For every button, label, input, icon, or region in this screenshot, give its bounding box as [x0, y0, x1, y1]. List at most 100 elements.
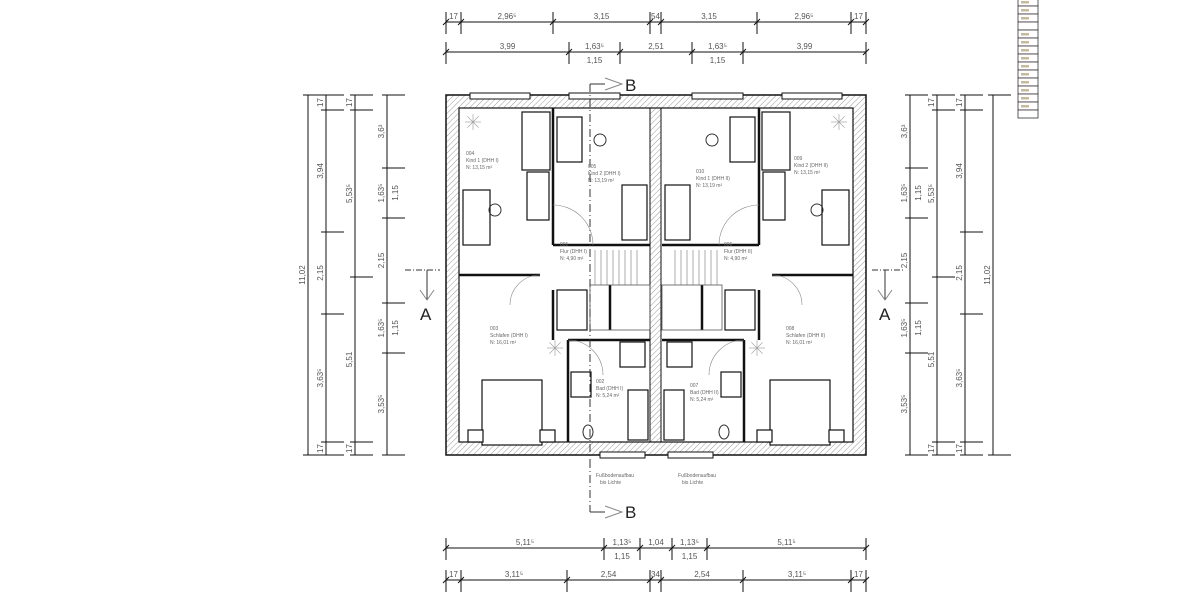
- legend-mark: [1021, 17, 1029, 20]
- room-no: 005: [588, 164, 597, 170]
- door-swing: [567, 339, 604, 376]
- dimension-label: 2,15: [955, 265, 964, 281]
- dimension-label: 2,96⁵: [498, 12, 517, 21]
- room-area: N: 4,90 m²: [560, 256, 584, 262]
- plant-icon: [554, 342, 561, 349]
- dimension-label: 3,15: [594, 12, 610, 21]
- washbasin: [570, 371, 592, 398]
- dimension-tick: [847, 18, 855, 26]
- dimension-tick: [688, 48, 696, 56]
- plant-icon: [833, 116, 840, 123]
- stairwell: [661, 284, 723, 331]
- toilet: [582, 424, 594, 440]
- legend-mark: [1021, 41, 1029, 44]
- plant-icon: [838, 121, 845, 128]
- chair: [488, 203, 502, 217]
- dimension-label: 2,54: [601, 570, 617, 579]
- dimension-tick: [862, 544, 870, 552]
- dimension-label: 17: [316, 98, 325, 107]
- note-left: Fußbodenaufbau bis Lichte: [596, 473, 634, 486]
- bed: [762, 171, 786, 221]
- legend-mark: [1021, 1, 1029, 4]
- bathtub: [627, 389, 649, 441]
- plant-icon: [549, 347, 556, 354]
- dimension-sublabel: 1,15: [391, 185, 400, 201]
- dimension-label: 1,63⁵: [900, 184, 909, 203]
- dimension-label: 2,15: [377, 252, 386, 268]
- room-no: 001: [560, 242, 569, 248]
- plant-icon: [549, 342, 556, 349]
- dimension-label: 17: [345, 444, 354, 453]
- dimension-tick: [563, 576, 571, 584]
- room-area: N: 13,15 m²: [794, 170, 820, 176]
- shower: [666, 341, 693, 368]
- dimension-tick: [703, 544, 711, 552]
- wardrobe: [761, 111, 791, 171]
- room-name: Kind 1 (DHH I): [466, 158, 499, 164]
- room-area: N: 16,01 m²: [786, 340, 812, 346]
- dimension-tick: [862, 18, 870, 26]
- dimension-sublabel: 1,15: [614, 552, 630, 561]
- legend-mark: [1021, 49, 1029, 52]
- room-name: Kind 2 (DHH I): [588, 171, 621, 177]
- door-swing: [509, 274, 541, 306]
- double-bed: [769, 379, 831, 446]
- dimension-label: 3,11⁵: [505, 570, 523, 579]
- dimension-tick: [668, 544, 676, 552]
- room-name: Flur (DHH I): [560, 249, 587, 255]
- dimension-label: 17: [316, 444, 325, 453]
- door-swing: [708, 339, 745, 376]
- room-area: N: 5,24 m²: [690, 397, 714, 403]
- door-swing: [552, 204, 594, 246]
- note-text: bis Lichte: [600, 480, 621, 486]
- dimension-tick: [442, 48, 450, 56]
- room-no: 007: [690, 383, 699, 389]
- room-area: N: 5,24 m²: [596, 393, 620, 399]
- window: [781, 92, 843, 100]
- dimension-tick: [565, 48, 573, 56]
- dimension-sublabel: 1,15: [710, 56, 726, 65]
- dimension-label: 17: [345, 98, 354, 107]
- dimension-sublabel: 1,15: [682, 552, 698, 561]
- dimension-label: 17: [927, 444, 936, 453]
- dimension-label: 1,13⁵: [613, 538, 632, 547]
- dimension-label: 3,6³: [377, 124, 386, 138]
- dimension-label: 3,53⁵: [377, 395, 386, 414]
- room-area: N: 4,90 m²: [724, 256, 748, 262]
- legend-cell: [1017, 21, 1039, 31]
- dimension-label: 17: [449, 12, 458, 21]
- plant-icon: [554, 347, 561, 354]
- wardrobe: [556, 116, 583, 163]
- legend-mark: [1021, 89, 1029, 92]
- dimension-tick: [657, 18, 665, 26]
- dimension-tick: [442, 544, 450, 552]
- dimension-label: 1,13⁵: [680, 538, 699, 547]
- legend-table: [1017, 0, 1039, 119]
- double-bed: [481, 379, 543, 446]
- room-no: 003: [490, 326, 499, 332]
- dimension-sublabel: 1,15: [587, 56, 603, 65]
- dimension-tick: [646, 18, 654, 26]
- dimension-label: 11,02: [983, 265, 992, 285]
- room-no: 006: [724, 242, 733, 248]
- dimension-tick: [600, 544, 608, 552]
- dimension-label: 2,96⁵: [795, 12, 814, 21]
- stairwell: [589, 284, 651, 331]
- note-text: Fußbodenaufbau: [678, 473, 716, 479]
- legend-mark: [1021, 33, 1029, 36]
- bed: [526, 171, 550, 221]
- nightstand: [467, 429, 484, 443]
- room-name: Bad (DHH II): [690, 390, 719, 396]
- plant-icon: [472, 121, 479, 128]
- room-no: 002: [596, 379, 605, 385]
- room-no: 010: [696, 169, 705, 175]
- dimension-label: 34: [651, 570, 660, 579]
- furniture: [462, 111, 850, 446]
- room-area: N: 13,19 m²: [696, 183, 722, 189]
- dimension-label: 1,63⁵: [377, 319, 386, 338]
